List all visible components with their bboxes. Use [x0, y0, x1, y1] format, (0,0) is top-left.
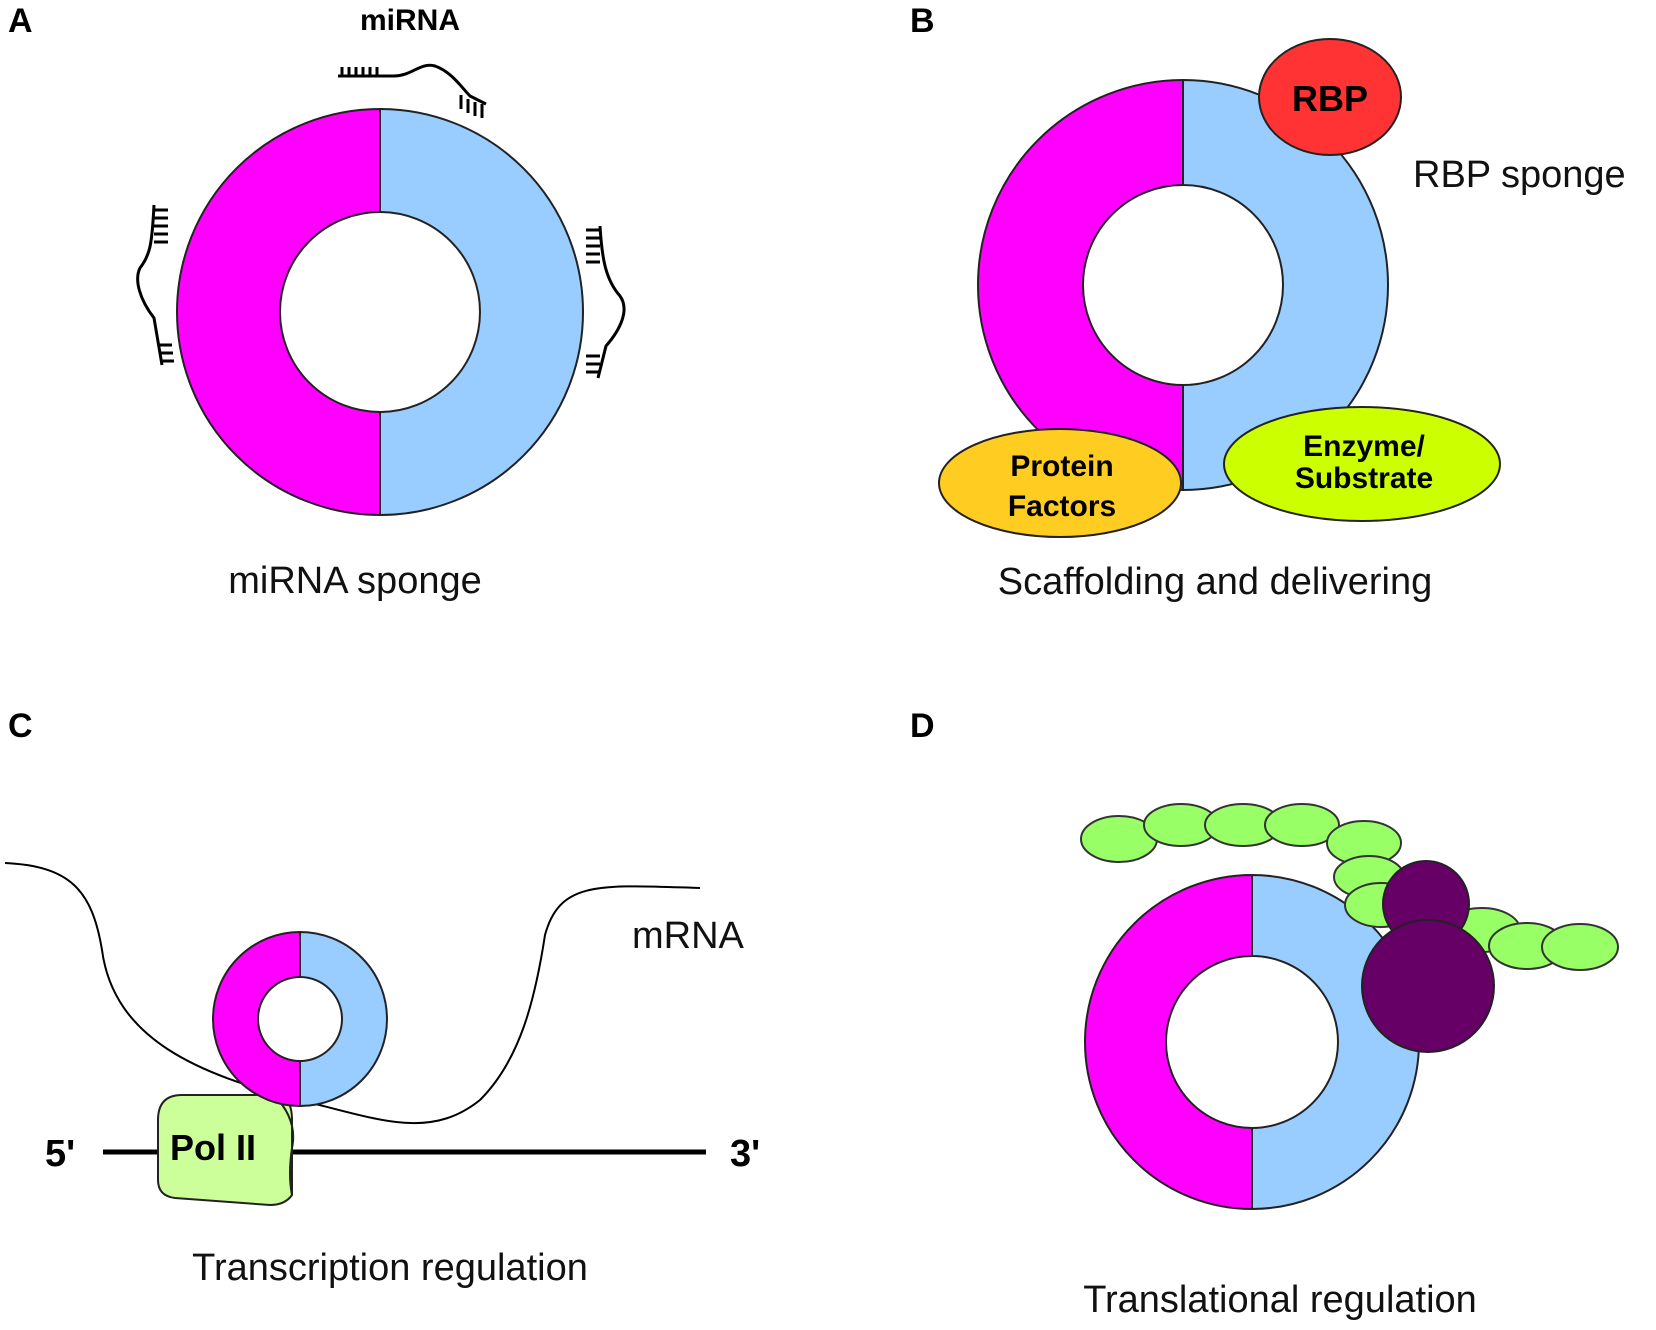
mirna-molecule-top — [338, 63, 487, 118]
rbp-sponge-label: RBP sponge — [1413, 154, 1626, 196]
panel-a: A miRNA miRNA sponge — [8, 2, 626, 602]
ring-c-right-half — [299, 930, 388, 1108]
ribosome-large-subunit — [1361, 919, 1495, 1053]
panel-d: D Translational regulation — [910, 707, 1619, 1321]
ring-d-left-half — [1084, 873, 1253, 1211]
amino-acid-bead — [1541, 923, 1619, 971]
ring-b-left-half — [977, 78, 1184, 492]
ring-a-right-half — [379, 107, 584, 517]
panel-c: C mRNA 5' 3' Pol II Transcription regula… — [4, 707, 760, 1289]
caption-a: miRNA sponge — [228, 560, 481, 602]
ribosome — [1361, 860, 1495, 1053]
mrna-label: mRNA — [632, 915, 745, 957]
ring-c-left-half — [212, 930, 301, 1108]
enzyme-label-line2: Substrate — [1295, 462, 1433, 495]
circrna-ring-b — [977, 78, 1389, 492]
mrna-strand — [4, 862, 701, 1125]
five-prime-label: 5' — [45, 1133, 75, 1175]
caption-d: Translational regulation — [1083, 1279, 1477, 1321]
pol-ii-label: Pol II — [170, 1127, 256, 1168]
enzyme-substrate-node: Enzyme/ Substrate — [1223, 406, 1501, 522]
pol-ii-complex: Pol II — [157, 1094, 295, 1207]
enzyme-label-line1: Enzyme/ — [1303, 430, 1425, 463]
mirna-label: miRNA — [360, 4, 460, 37]
panel-b-letter: B — [910, 2, 935, 40]
mirna-molecule-left — [136, 204, 174, 366]
protein-factors-node: Protein Factors — [938, 428, 1182, 538]
amino-acid-bead — [1264, 803, 1340, 847]
ring-a-left-half — [176, 107, 381, 517]
circrna-ring-a — [176, 107, 584, 517]
protein-label-line1: Protein — [1010, 450, 1113, 483]
protein-label-line2: Factors — [1008, 490, 1116, 523]
rbp-node: RBP — [1258, 38, 1402, 156]
caption-b: Scaffolding and delivering — [998, 561, 1433, 603]
caption-c: Transcription regulation — [192, 1247, 588, 1289]
rbp-label: RBP — [1292, 78, 1368, 119]
three-prime-label: 3' — [730, 1133, 760, 1175]
panel-a-letter: A — [8, 2, 33, 40]
mirna-molecule-right — [586, 225, 626, 379]
panel-d-letter: D — [910, 707, 935, 745]
circrna-ring-c — [212, 930, 388, 1108]
panel-b: B RBP RBP sponge Protein Factors Enzyme/… — [910, 2, 1626, 603]
panel-c-letter: C — [8, 707, 33, 745]
